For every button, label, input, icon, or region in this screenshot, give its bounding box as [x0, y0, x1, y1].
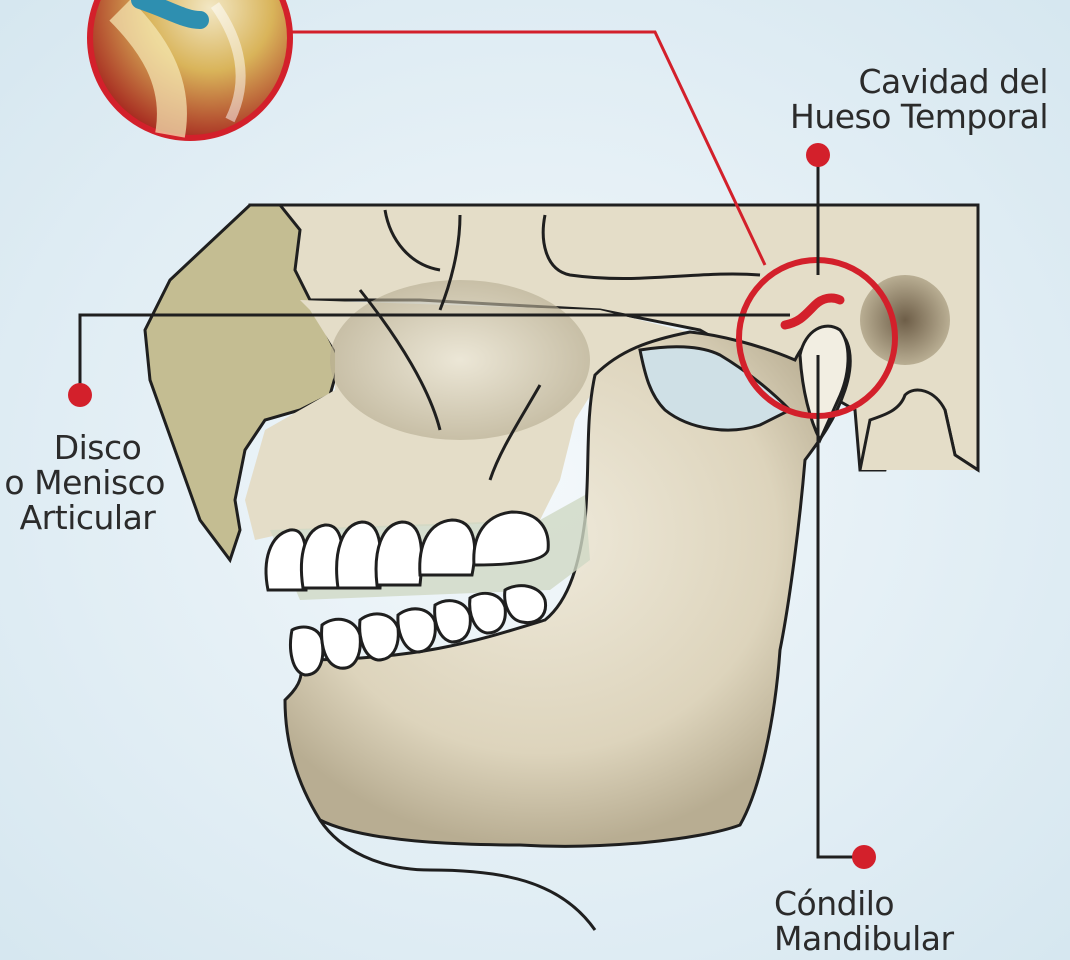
- label-temporal-line1: Cavidad del: [858, 62, 1049, 101]
- label-condilo-line1: Cóndilo: [774, 884, 895, 923]
- condilo-leader-dot: [852, 845, 876, 869]
- inset-leader-line: [288, 30, 767, 266]
- label-condilo-mandibular: Cóndilo Mandibular: [774, 886, 954, 956]
- lower-teeth: [289, 584, 548, 677]
- sigmoid-notch: [638, 345, 793, 432]
- label-cavidad-hueso-temporal: Cavidad del Hueso Temporal: [790, 62, 1049, 136]
- label-disco-line3: Articular: [19, 498, 156, 537]
- articular-disc: [780, 293, 845, 330]
- magnified-inset: [87, 0, 293, 141]
- cheek-line: [358, 289, 442, 431]
- label-disco-line1: Disco: [53, 428, 142, 467]
- mandibular-condyle: [798, 324, 850, 444]
- temporal-leader-dot: [806, 143, 830, 167]
- nasal-bone: [143, 203, 342, 564]
- label-temporal-line2: Hueso Temporal: [790, 97, 1049, 136]
- brow-line: [541, 214, 761, 280]
- label-disco-line2: o Menisco: [4, 463, 165, 502]
- orbit-line-upper: [383, 209, 441, 272]
- orbit-line-mid: [438, 214, 462, 311]
- upper-teeth: [264, 510, 550, 592]
- orbit-shadow: [330, 280, 590, 440]
- disco-leader-dot: [68, 383, 92, 407]
- disco-leader-line: [78, 313, 790, 395]
- mastoid-process: [858, 388, 979, 472]
- zygomatic-line: [488, 384, 542, 481]
- label-disco-menisco-articular: Disco o Menisco Articular: [0, 430, 165, 535]
- neck-outline: [318, 819, 597, 931]
- condilo-leader-line: [816, 355, 862, 859]
- label-condilo-line2: Mandibular: [774, 919, 954, 958]
